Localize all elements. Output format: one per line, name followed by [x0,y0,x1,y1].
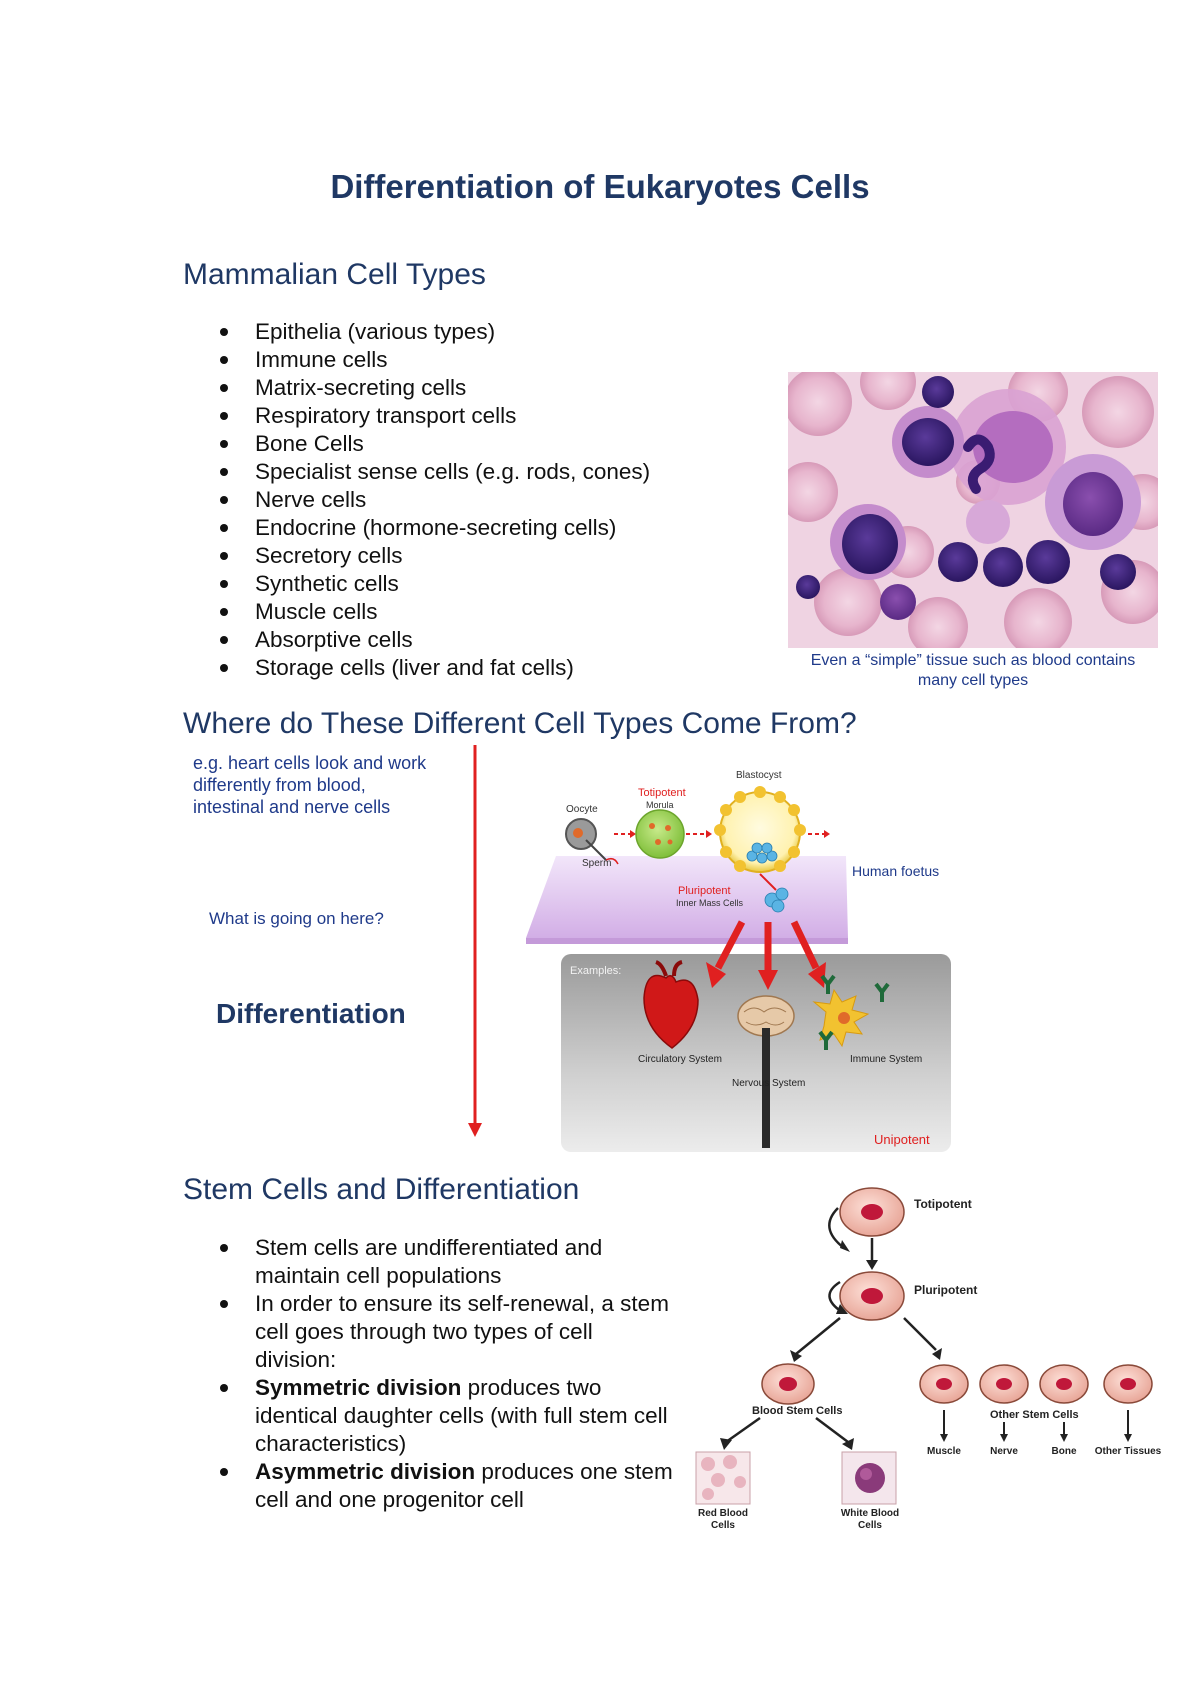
morula-icon [635,809,685,859]
pluripotent-cell [839,1271,905,1321]
tissue-plate [526,856,848,938]
nerve-label: Nerve [990,1446,1018,1457]
human-foetus-label: Human foetus [852,863,939,879]
list-item: Specialist sense cells (e.g. rods, cones… [183,458,743,486]
white-blood-label-2: Cells [858,1520,882,1531]
examples-label: Examples: [570,965,621,977]
page-title: Differentiation of Eukaryotes Cells [330,168,870,205]
sperm-label: Sperm [582,858,611,869]
micrograph-caption: Even a “simple” tissue such as blood con… [788,651,1158,691]
inner-mass-label: Inner Mass Cells [676,898,744,908]
immune-label: Immune System [850,1054,922,1065]
totipotent-label: Totipotent [638,787,686,799]
note-line: differently from blood, [193,775,366,795]
differentiation-label: Differentiation [216,998,406,1029]
section-heading-cell-types: Mammalian Cell Types [183,258,486,291]
morula-label: Morula [646,800,674,810]
item-text: produces two identical daughter cells (w… [255,1375,668,1456]
list-item: Stem cells are undifferentiated and main… [183,1234,673,1290]
other-stem-cell [919,1364,1153,1404]
examples-panel [561,954,951,1152]
bold-term: Asymmetric division [255,1459,476,1484]
oocyte-label: Oocyte [566,804,598,815]
list-item: Absorptive cells [183,626,743,654]
section-heading-stem-cells: Stem Cells and Differentiation [183,1173,580,1206]
antibody-icon [818,974,890,1050]
note-line: intestinal and nerve cells [193,797,391,817]
blood-stem-label: Blood Stem Cells [752,1405,842,1417]
item-text: In order to ensure its self-renewal, a s… [255,1291,669,1372]
totipotent-stage-label: Totipotent [914,1197,972,1211]
unipotent-label: Unipotent [874,1132,930,1147]
list-item: Epithelia (various types) [183,318,743,346]
list-item: Symmetric division produces two identica… [183,1374,673,1458]
list-item: Asymmetric division produces one stem ce… [183,1458,673,1514]
list-item: Synthetic cells [183,570,743,598]
pluripotent-label: Pluripotent [678,885,731,897]
other-stem-label: Other Stem Cells [990,1409,1079,1421]
red-blood-label: Red Blood [698,1508,748,1519]
item-text: produces one stem cell and one progenito… [255,1459,673,1512]
example-note: e.g. heart cells look and work different… [193,752,426,818]
caption-line: Even a “simple” tissue such as blood con… [810,652,1136,669]
bone-label: Bone [1052,1446,1077,1457]
stem-cells-list: Stem cells are undifferentiated and main… [183,1234,673,1514]
note-line: e.g. heart cells look and work [193,753,427,773]
list-item: Storage cells (liver and fat cells) [183,654,743,682]
circulatory-label: Circulatory System [638,1054,722,1065]
list-item: Immune cells [183,346,743,374]
list-item: Secretory cells [183,542,743,570]
blood-stem-cell [761,1363,815,1405]
item-text: Stem cells are undifferentiated and main… [255,1235,603,1288]
blood-cells-micrograph [788,372,1158,648]
white-blood-label: White Blood [841,1508,899,1519]
list-item: Matrix-secreting cells [183,374,743,402]
totipotent-cell [839,1187,905,1237]
list-item: Endocrine (hormone-secreting cells) [183,514,743,542]
muscle-label: Muscle [927,1446,961,1457]
question-text: What is going on here? [209,909,384,928]
list-item: Nerve cells [183,486,743,514]
list-item: Respiratory transport cells [183,402,743,430]
list-item: Muscle cells [183,598,743,626]
pluripotent-stage-label: Pluripotent [914,1283,977,1297]
red-blood-label-2: Cells [711,1520,735,1531]
list-item: Bone Cells [183,430,743,458]
section-heading-origins: Where do These Different Cell Types Come… [183,707,857,740]
other-tissues-label: Other Tissues [1095,1446,1162,1457]
cell-types-list: Epithelia (various types) Immune cells M… [183,318,743,682]
nervous-label: Nervous System [732,1078,805,1089]
spinal-cord-icon [762,1028,770,1148]
differentiation-arrow [468,745,482,1137]
list-item: In order to ensure its self-renewal, a s… [183,1290,673,1374]
development-diagram: Oocyte Sperm Totipotent Morula Blastocys… [526,770,951,1152]
stem-cell-hierarchy-diagram: Totipotent Pluripotent Blood Stem Cells … [695,1187,1162,1531]
heart-icon [643,974,699,1049]
caption-line: many cell types [917,672,1029,689]
blastocyst-label: Blastocyst [736,770,782,781]
bold-term: Symmetric division [255,1375,462,1400]
